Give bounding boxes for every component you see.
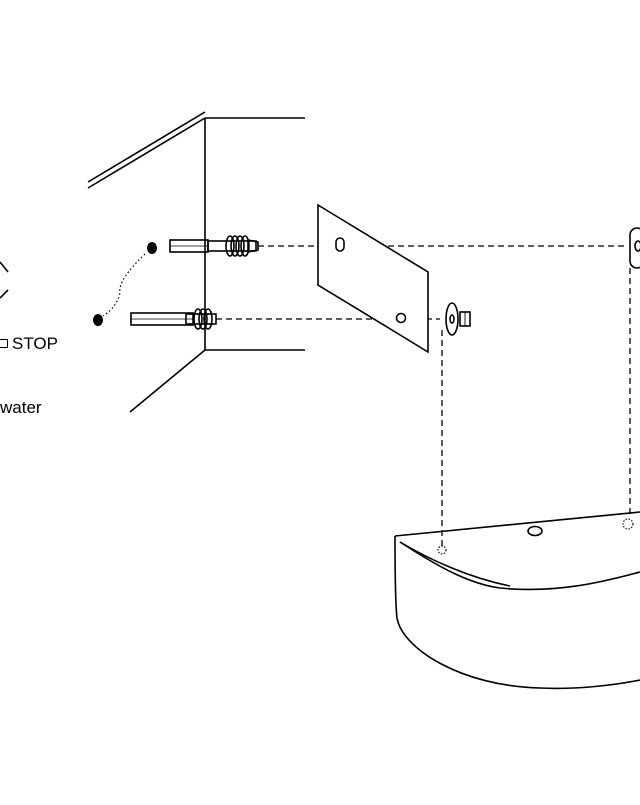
stop-label: STOP [12,334,58,353]
stop-checkbox-icon [0,339,8,348]
mounting-bracket [317,203,429,354]
cross-mark [0,261,9,299]
water-label: water [0,398,42,417]
right-edge-fitting [629,227,640,269]
drill-holes [93,242,157,326]
wall-outline [87,111,305,413]
lower-anchor-bolt [130,308,217,330]
washer-and-nut [445,302,471,336]
upper-anchor-bolt [169,235,259,257]
basin [394,511,640,690]
